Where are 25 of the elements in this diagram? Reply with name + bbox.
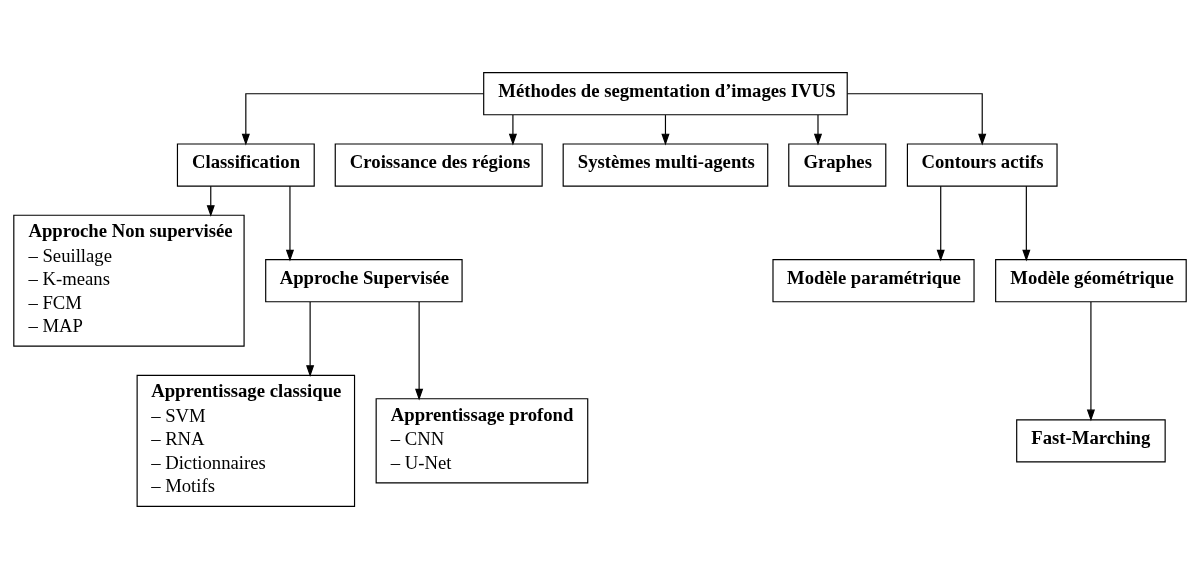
arrow — [508, 114, 517, 145]
node-box: Croissance des régions — [334, 142, 543, 187]
arrow — [813, 114, 823, 145]
node-box: Approche Non supervisée – Seuillage – K-means – FCM – MAP — [13, 214, 245, 347]
node-box: Contours actifs — [906, 142, 1058, 187]
arrow — [846, 92, 987, 145]
node-box: Apprentissage classique – SVM – RNA – Dictionnaires – Motifs — [136, 374, 356, 507]
node-box: Approche Supervisée — [265, 258, 463, 302]
arrow — [415, 300, 424, 401]
arrow — [206, 185, 215, 217]
node-box: Systèmes multi-agents — [562, 142, 769, 187]
arrow — [306, 300, 315, 377]
arrow — [241, 92, 485, 145]
node-box: Modèle paramétrique — [772, 258, 975, 302]
node-box: Apprentissage profond – CNN – U-Net — [375, 397, 589, 484]
arrow — [285, 185, 295, 261]
node-box: Modèle géométrique — [995, 258, 1187, 302]
arrow — [1022, 185, 1031, 261]
node-box: Graphes — [788, 142, 887, 187]
node-box: Méthodes de segmentation d’images IVUS — [483, 71, 848, 115]
arrow — [936, 185, 945, 261]
node-box: Classification — [176, 142, 315, 187]
arrow — [661, 114, 670, 145]
arrow — [1086, 300, 1096, 421]
node-box: Fast-Marching — [1016, 418, 1166, 462]
